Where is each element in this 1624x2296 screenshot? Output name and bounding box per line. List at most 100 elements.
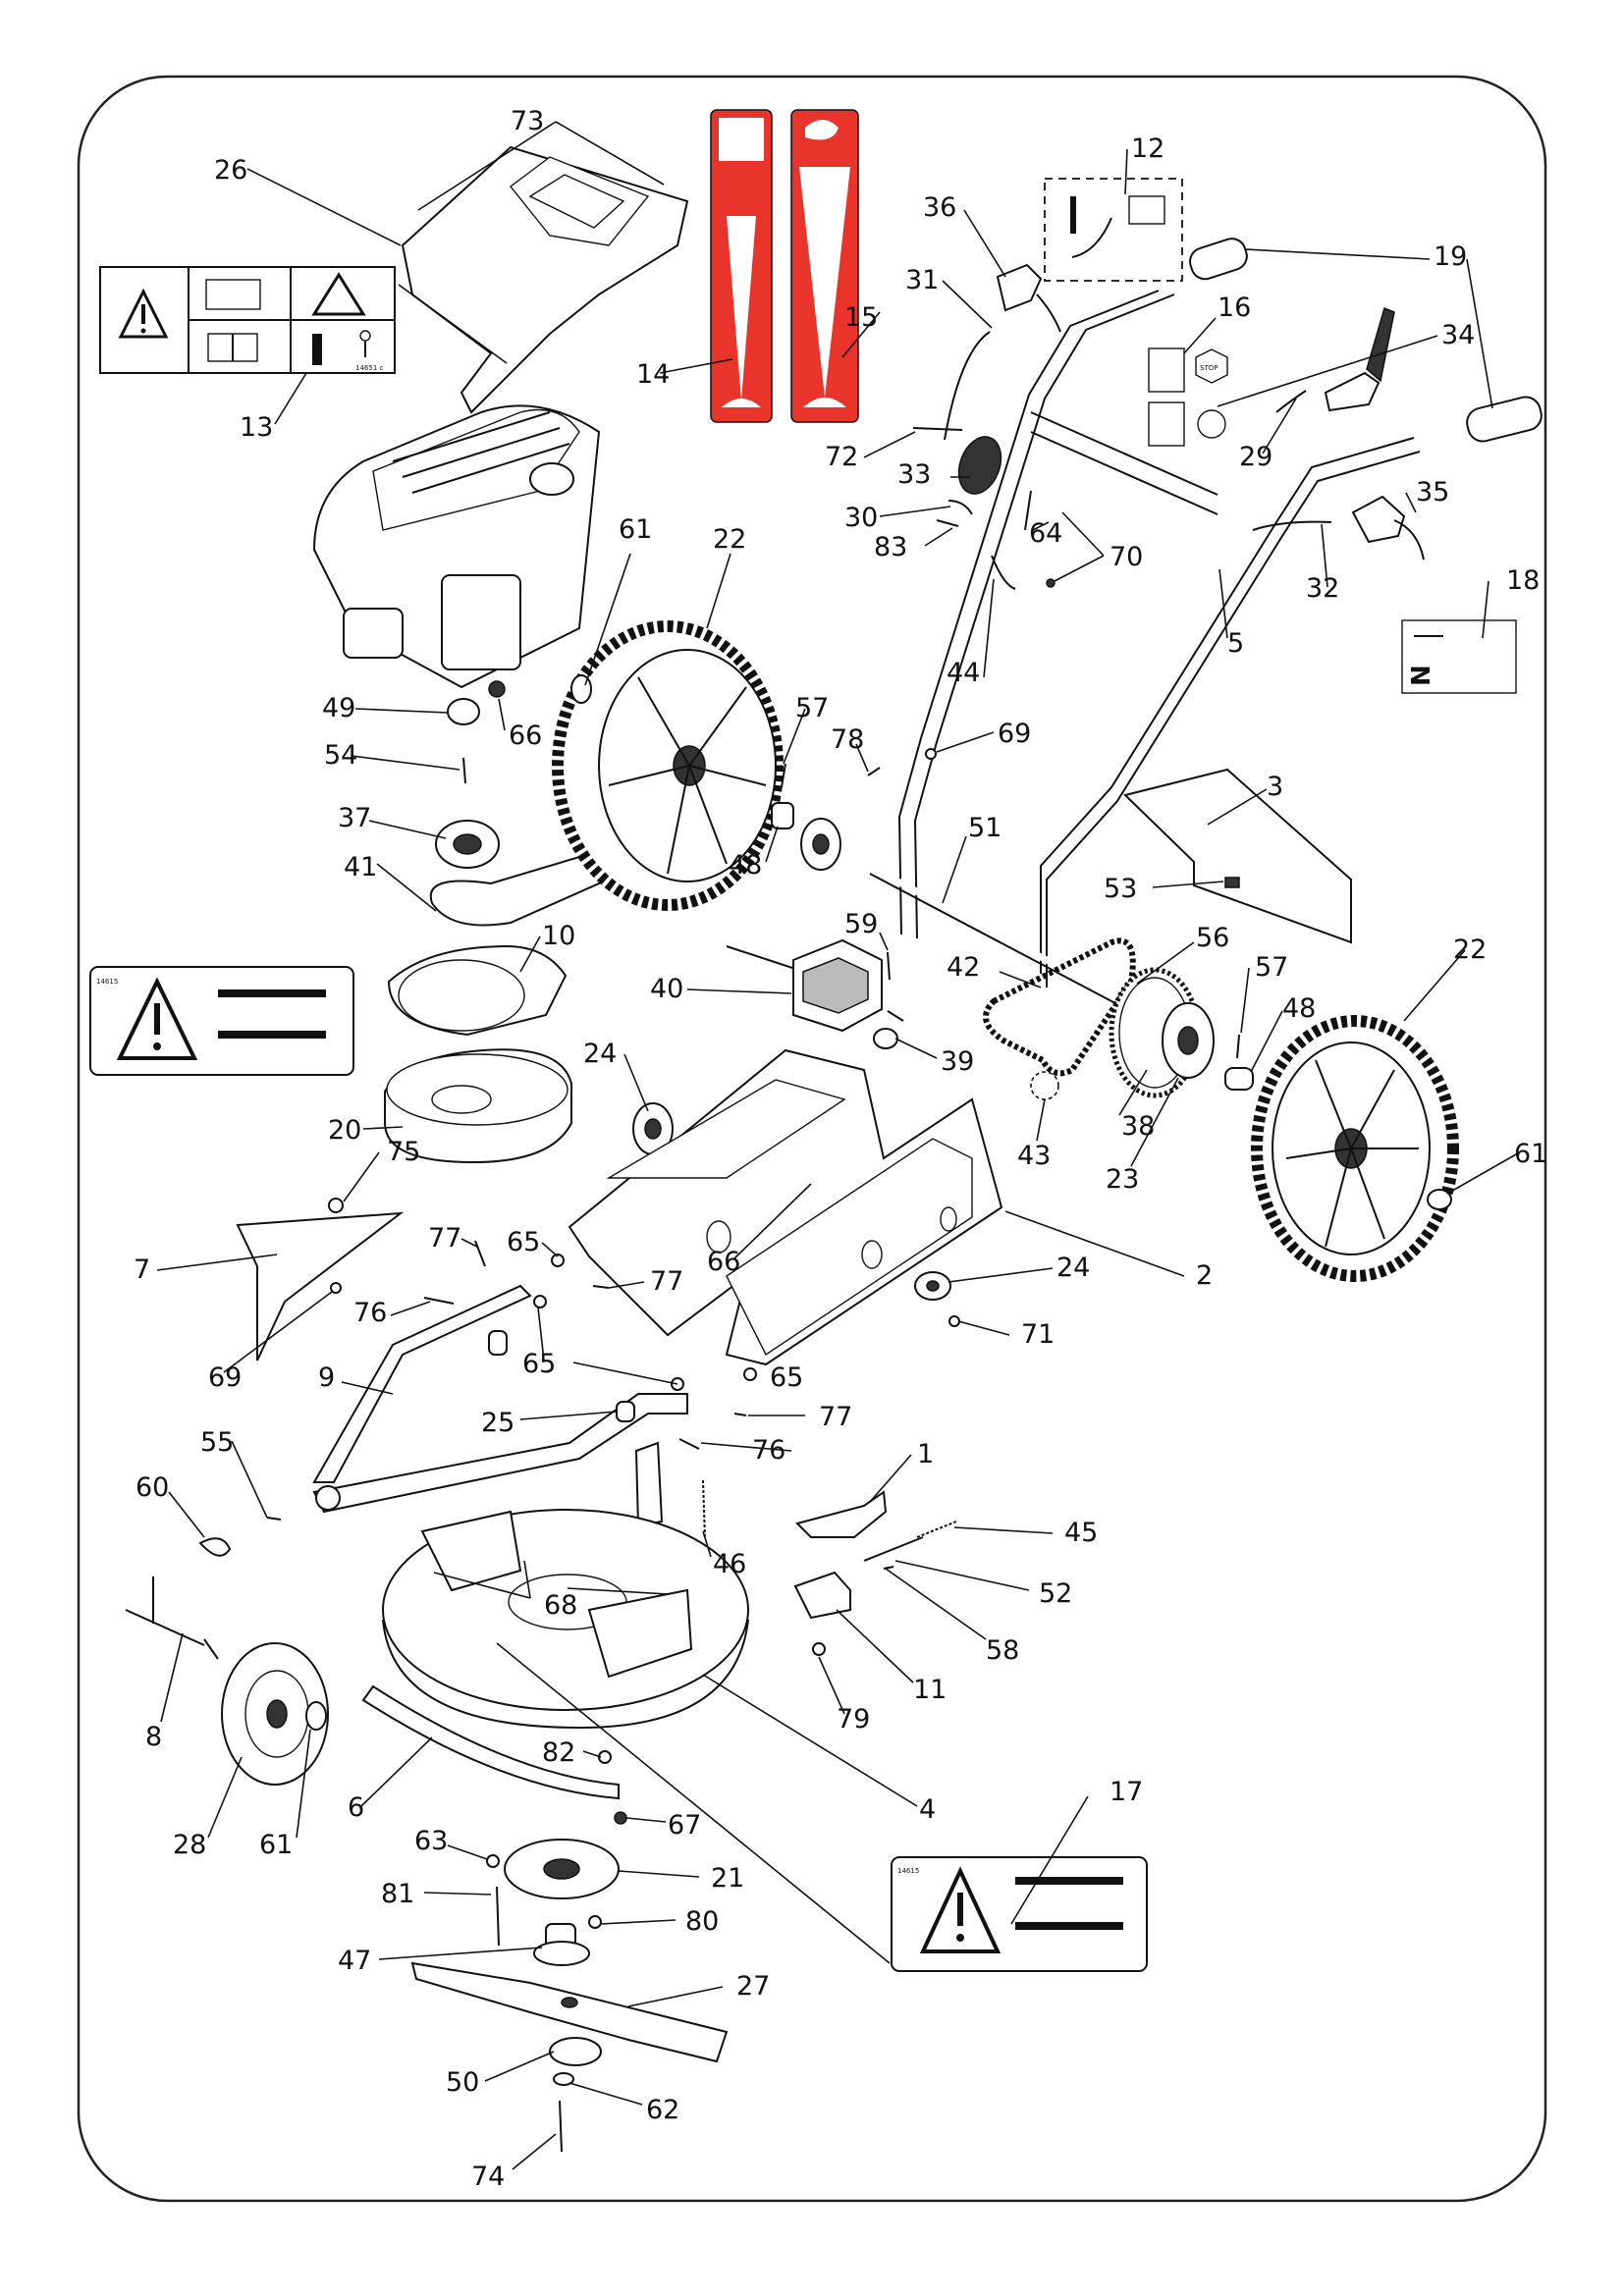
callout-24b: 24 [1056,1253,1090,1283]
callout-11: 11 [913,1675,947,1705]
decal-12 [1044,178,1183,282]
nut-69 [330,1282,342,1294]
bolt-81 [496,1886,500,1947]
pin-55 [266,1517,282,1521]
cable-29 [1275,390,1307,413]
pin-59 [887,951,891,981]
gasket-10 [387,944,568,1037]
decal-17: 14615 [891,1856,1148,1972]
mower-deck-4 [382,1509,749,1730]
bracket-1 [795,1490,888,1538]
callout-77c: 77 [819,1402,852,1432]
callout-82: 82 [542,1737,575,1768]
stop-label: STOP [1200,364,1218,372]
callout-22: 22 [713,524,746,555]
callout-24: 24 [583,1039,617,1069]
screw-80 [588,1915,602,1929]
callout-79: 79 [837,1704,870,1735]
callout-64: 64 [1029,518,1062,549]
adapter-47 [533,1923,590,1966]
callout-78: 78 [831,724,864,755]
callout-59: 59 [844,909,878,939]
wheel-22-left [552,620,784,911]
throttle-lever-34 [1324,306,1395,412]
washer-65 [551,1254,565,1267]
callout-27: 27 [736,1971,770,2002]
spacer-49 [447,698,480,725]
housing-20 [384,1048,572,1164]
callout-22b: 22 [1453,934,1487,965]
bolt-77c [733,1413,747,1416]
bolt-77 [474,1240,486,1267]
leader-lines [156,121,1517,2170]
callout-60: 60 [135,1472,169,1503]
callout-32: 32 [1306,573,1339,604]
clip-60 [198,1537,232,1557]
callout-45: 45 [1064,1518,1098,1548]
brake-lever-35 [1351,495,1425,561]
washer-63 [486,1854,500,1868]
shifter-n-label: N [1407,665,1436,686]
washer-24b [914,1271,951,1301]
callout-35: 35 [1416,477,1449,507]
decal-16: STOP [1148,347,1228,447]
pin-58 [883,1566,894,1570]
cable-31 [944,331,991,441]
nut-67 [614,1811,627,1825]
callout-72: 72 [825,442,858,472]
spring-45 [916,1521,957,1538]
callout-1: 1 [917,1439,934,1469]
screw-71 [948,1315,960,1327]
spacer-25b [616,1401,635,1422]
spring-46 [702,1479,706,1540]
callout-66: 66 [509,721,542,751]
callout-76b: 76 [752,1435,785,1466]
wheel-28 [221,1642,329,1786]
pin-64 [1024,490,1032,531]
decal-15 [790,109,859,423]
engine [312,404,601,689]
callout-66b: 66 [707,1247,740,1277]
callout-44: 44 [947,658,980,688]
coupler-39 [873,1028,898,1049]
callout-6: 6 [348,1792,364,1823]
callout-4: 4 [919,1794,936,1825]
bracket-46 [634,1441,664,1527]
callout-58: 58 [986,1635,1019,1666]
decal-safety-13: 14651 c [99,266,396,374]
callout-13: 13 [240,412,273,443]
callout-70: 70 [1110,542,1143,572]
callout-61: 61 [619,514,652,545]
callout-42: 42 [947,952,980,983]
wheel-22-right [1251,1015,1459,1282]
bolt-77b [592,1285,610,1289]
callout-8: 8 [145,1722,162,1752]
bracket-11 [793,1571,851,1620]
callout-37: 37 [338,803,371,833]
pin-57b [1236,1034,1240,1059]
callout-74: 74 [471,2162,505,2192]
callout-68: 68 [544,1590,577,1621]
callout-29: 29 [1239,442,1272,472]
nut-69b [925,748,937,760]
link-43 [1030,1071,1059,1100]
decal-14 [710,109,773,423]
decal-code-left: 14615 [96,978,118,986]
callout-56: 56 [1196,923,1229,953]
callout-48: 48 [729,850,762,881]
callout-18: 18 [1506,565,1540,596]
chassis-2 [568,1048,1003,1366]
callout-39: 39 [941,1046,974,1077]
hub-48 [800,818,841,871]
callout-62: 62 [646,2095,679,2125]
bushing-48 [771,802,794,829]
bolt-76 [423,1297,455,1305]
callout-40: 40 [650,974,683,1004]
callout-57b: 57 [1255,952,1288,983]
blade-27 [410,1961,729,2063]
cable-32 [1252,520,1332,531]
callout-51: 51 [968,813,1001,843]
callout-28: 28 [173,1830,206,1860]
callout-25: 25 [481,1408,514,1438]
cap-61b [1427,1189,1452,1210]
